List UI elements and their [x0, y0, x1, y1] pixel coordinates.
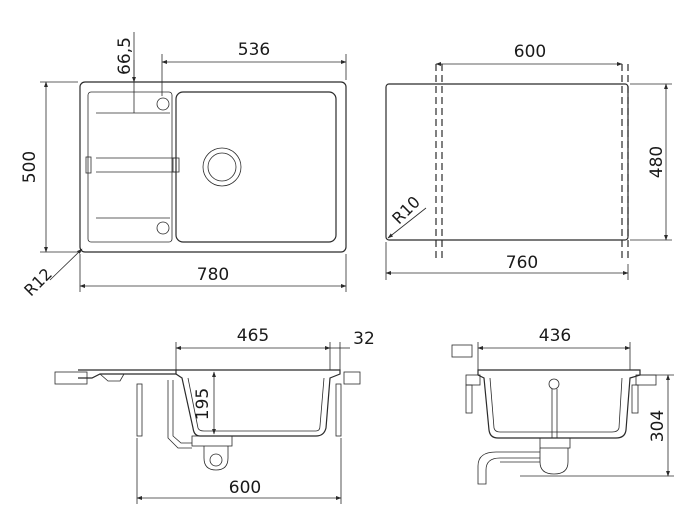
dim-cutout-height: 480 — [647, 146, 667, 178]
side-section: 465 32 195 600 — [54, 326, 375, 504]
sink-outline — [79, 81, 347, 253]
drain-inner — [207, 152, 237, 182]
cutout-outline — [385, 83, 629, 241]
bowl-outline — [175, 91, 337, 243]
front-section: 436 304 — [451, 326, 674, 485]
front-bowl-section — [477, 369, 641, 439]
dim-front-height: 304 — [648, 410, 668, 442]
tap-hole — [156, 97, 170, 111]
dim-side-bowl-width: 465 — [237, 326, 269, 346]
side-bowl-section — [175, 369, 341, 437]
dim-cabinet-width: 600 — [229, 478, 261, 498]
drain-outer — [202, 147, 242, 187]
dim-rim: 32 — [353, 329, 375, 349]
drainer-area — [87, 91, 173, 243]
dim-front-bowl-width: 436 — [539, 326, 571, 346]
dim-bowl-width: 536 — [238, 40, 270, 60]
dim-bowl-depth: 195 — [193, 388, 213, 420]
overflow-hole — [156, 221, 170, 235]
top-view: 66,5 536 500 780 R12 — [20, 32, 347, 300]
dim-cutout-corner-radius: R10 — [388, 192, 424, 228]
dim-drainer-offset: 66,5 — [115, 37, 135, 75]
dim-cutout-overall-width: 760 — [506, 253, 538, 273]
dim-corner-radius: R12 — [20, 264, 56, 300]
dim-depth: 500 — [20, 151, 40, 183]
dim-cutout-inner-width: 600 — [514, 42, 546, 62]
dim-overall-width: 780 — [197, 265, 229, 285]
cutout-view: 600 480 R10 760 — [385, 42, 672, 280]
